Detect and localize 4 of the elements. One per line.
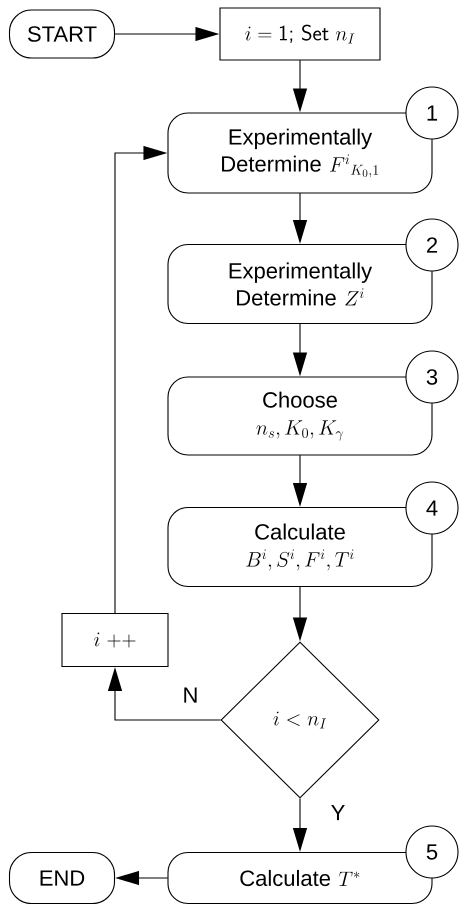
edge-label: Y bbox=[330, 804, 346, 822]
edge-label: N bbox=[182, 686, 200, 704]
process-box: $i = \textsf{1; Set}\ n_{I}$ bbox=[219, 7, 381, 61]
process-box: $i\ {+}{+}$ bbox=[61, 612, 169, 668]
